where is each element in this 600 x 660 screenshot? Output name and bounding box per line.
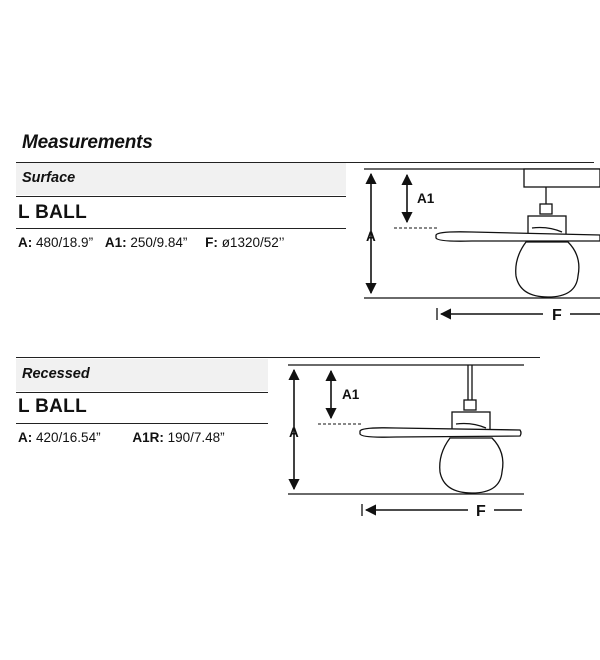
model-name-surface: L BALL xyxy=(18,202,87,223)
section-rule-surface xyxy=(16,162,594,163)
fan-blade-surface xyxy=(435,231,600,242)
spec-a-surface: A: 480/18.9” xyxy=(18,235,94,250)
spec-a1r-recessed: A1R: 190/7.48” xyxy=(132,430,225,445)
dimension-label-a-recessed: A xyxy=(289,425,299,440)
dimension-label-a1-recessed: A1 xyxy=(342,387,360,402)
section-rule-recessed xyxy=(16,357,540,358)
mount-type-label-surface: Surface xyxy=(16,163,346,195)
blade-detail-surface xyxy=(531,226,563,233)
dimension-label-f-recessed: F xyxy=(476,503,486,520)
spec-list-surface: A: 480/18.9” A1: 250/9.84” F: ø1320/52’’ xyxy=(18,235,285,250)
light-globe-recessed xyxy=(439,437,504,494)
ceiling-canopy-surface xyxy=(523,168,600,188)
model-name-recessed: L BALL xyxy=(18,396,87,417)
mount-type-label-recessed: Recessed xyxy=(16,359,268,391)
fan-diagram-recessed xyxy=(288,364,524,516)
dimension-label-a-surface: A xyxy=(366,229,376,244)
coupler-recessed xyxy=(463,399,477,411)
page-title: Measurements xyxy=(22,132,153,153)
coupler-surface xyxy=(539,203,553,215)
fan-diagram-surface xyxy=(364,168,600,320)
spec-a1-surface: A1: 250/9.84” xyxy=(104,235,188,250)
model-divider-surface xyxy=(16,228,346,229)
model-divider-recessed xyxy=(16,423,268,424)
spec-list-recessed: A: 420/16.54” A1R: 190/7.48” xyxy=(18,430,225,445)
dimension-label-a1-surface: A1 xyxy=(417,191,435,206)
light-globe-surface xyxy=(515,241,580,298)
label-divider-recessed xyxy=(16,392,268,393)
dimension-label-f-surface: F xyxy=(552,307,562,324)
spec-a-recessed: A: 420/16.54” xyxy=(18,430,101,445)
spec-f-surface: F: ø1320/52’’ xyxy=(205,235,285,250)
blade-detail-recessed xyxy=(455,422,487,429)
label-divider-surface xyxy=(16,196,346,197)
fan-blade-recessed xyxy=(359,427,522,438)
